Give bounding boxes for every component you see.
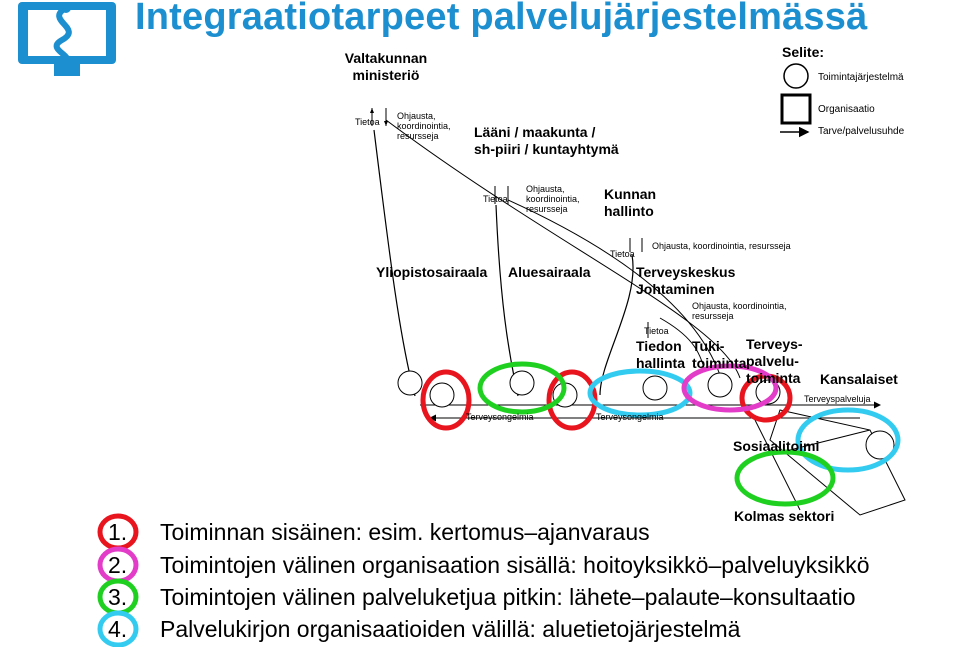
guidance-flow-label: Ohjausta, koordinointia, resursseja [652, 241, 791, 251]
third-sector-label: Kolmas sektori [734, 508, 835, 524]
support-label: Tuki- toiminta [692, 338, 747, 371]
university-hospital-label: Yliopistosairaala [376, 264, 488, 280]
list-item: 4. Palvelukirjon organisaatioiden välill… [108, 616, 741, 642]
legend-circle-icon [783, 63, 809, 89]
ministry-label: Valtakunnan ministeriö [344, 50, 428, 83]
list-item: 2. Toimintojen välinen organisaation sis… [108, 552, 870, 578]
green-highlight [734, 449, 836, 507]
list-item: 1. Toiminnan sisäinen: esim. kertomus–aj… [108, 519, 650, 545]
regional-hospital-label: Aluesairaala [508, 264, 591, 280]
social-label: Sosiaalitoimi [733, 438, 820, 454]
management-label: Johtaminen [636, 281, 715, 297]
page-title: Integraatiotarpeet palvelujärjestelmässä [135, 0, 868, 38]
green-highlight [477, 361, 567, 415]
info-flow-label: Tietoa [610, 249, 635, 259]
guidance-flow-label: Ohjausta, koordinointia, resursseja [526, 184, 580, 214]
info-flow-label: Tietoa [355, 117, 380, 127]
province-label: Lääni / maakunta / sh-piiri / kuntayhtym… [474, 124, 619, 157]
red-highlight [420, 369, 472, 431]
legend-system-label: Toimintajärjestelmä [818, 72, 904, 83]
cyan-highlight [795, 407, 901, 473]
guidance-flow-label: Ohjausta, koordinointia, resursseja [397, 111, 451, 141]
cyan-highlight [587, 368, 693, 418]
legend-organisation-label: Organisaatio [818, 104, 875, 115]
health-center-label: Terveyskeskus [636, 264, 736, 280]
health-services-flow-label: Terveyspalveluja [804, 394, 871, 404]
citizens-label: Kansalaiset [820, 371, 898, 387]
health-problems-flow-label: Terveysongelmia [466, 412, 534, 422]
legend-square-icon [780, 93, 812, 125]
legend-relation-label: Tarve/palvelusuhde [818, 126, 905, 137]
health-problems-flow-label: Terveysongelmia [596, 412, 664, 422]
info-flow-label: Tietoa [644, 326, 669, 336]
info-management-label: Tiedon hallinta [636, 338, 686, 371]
municipality-label: Kunnan hallinto [604, 186, 657, 219]
legend-title: Selite: [782, 44, 825, 60]
guidance-flow-label: Ohjausta, koordinointia, resursseja [692, 301, 787, 321]
list-item: 3. Toimintojen välinen palveluketjua pit… [108, 584, 856, 610]
health-services-unit-label: Terveys- palvelu- toiminta [746, 336, 803, 384]
info-flow-label: Tietoa [483, 194, 508, 204]
list-marker-4 [97, 610, 139, 647]
logo-icon [18, 2, 116, 76]
magenta-highlight [681, 363, 779, 413]
